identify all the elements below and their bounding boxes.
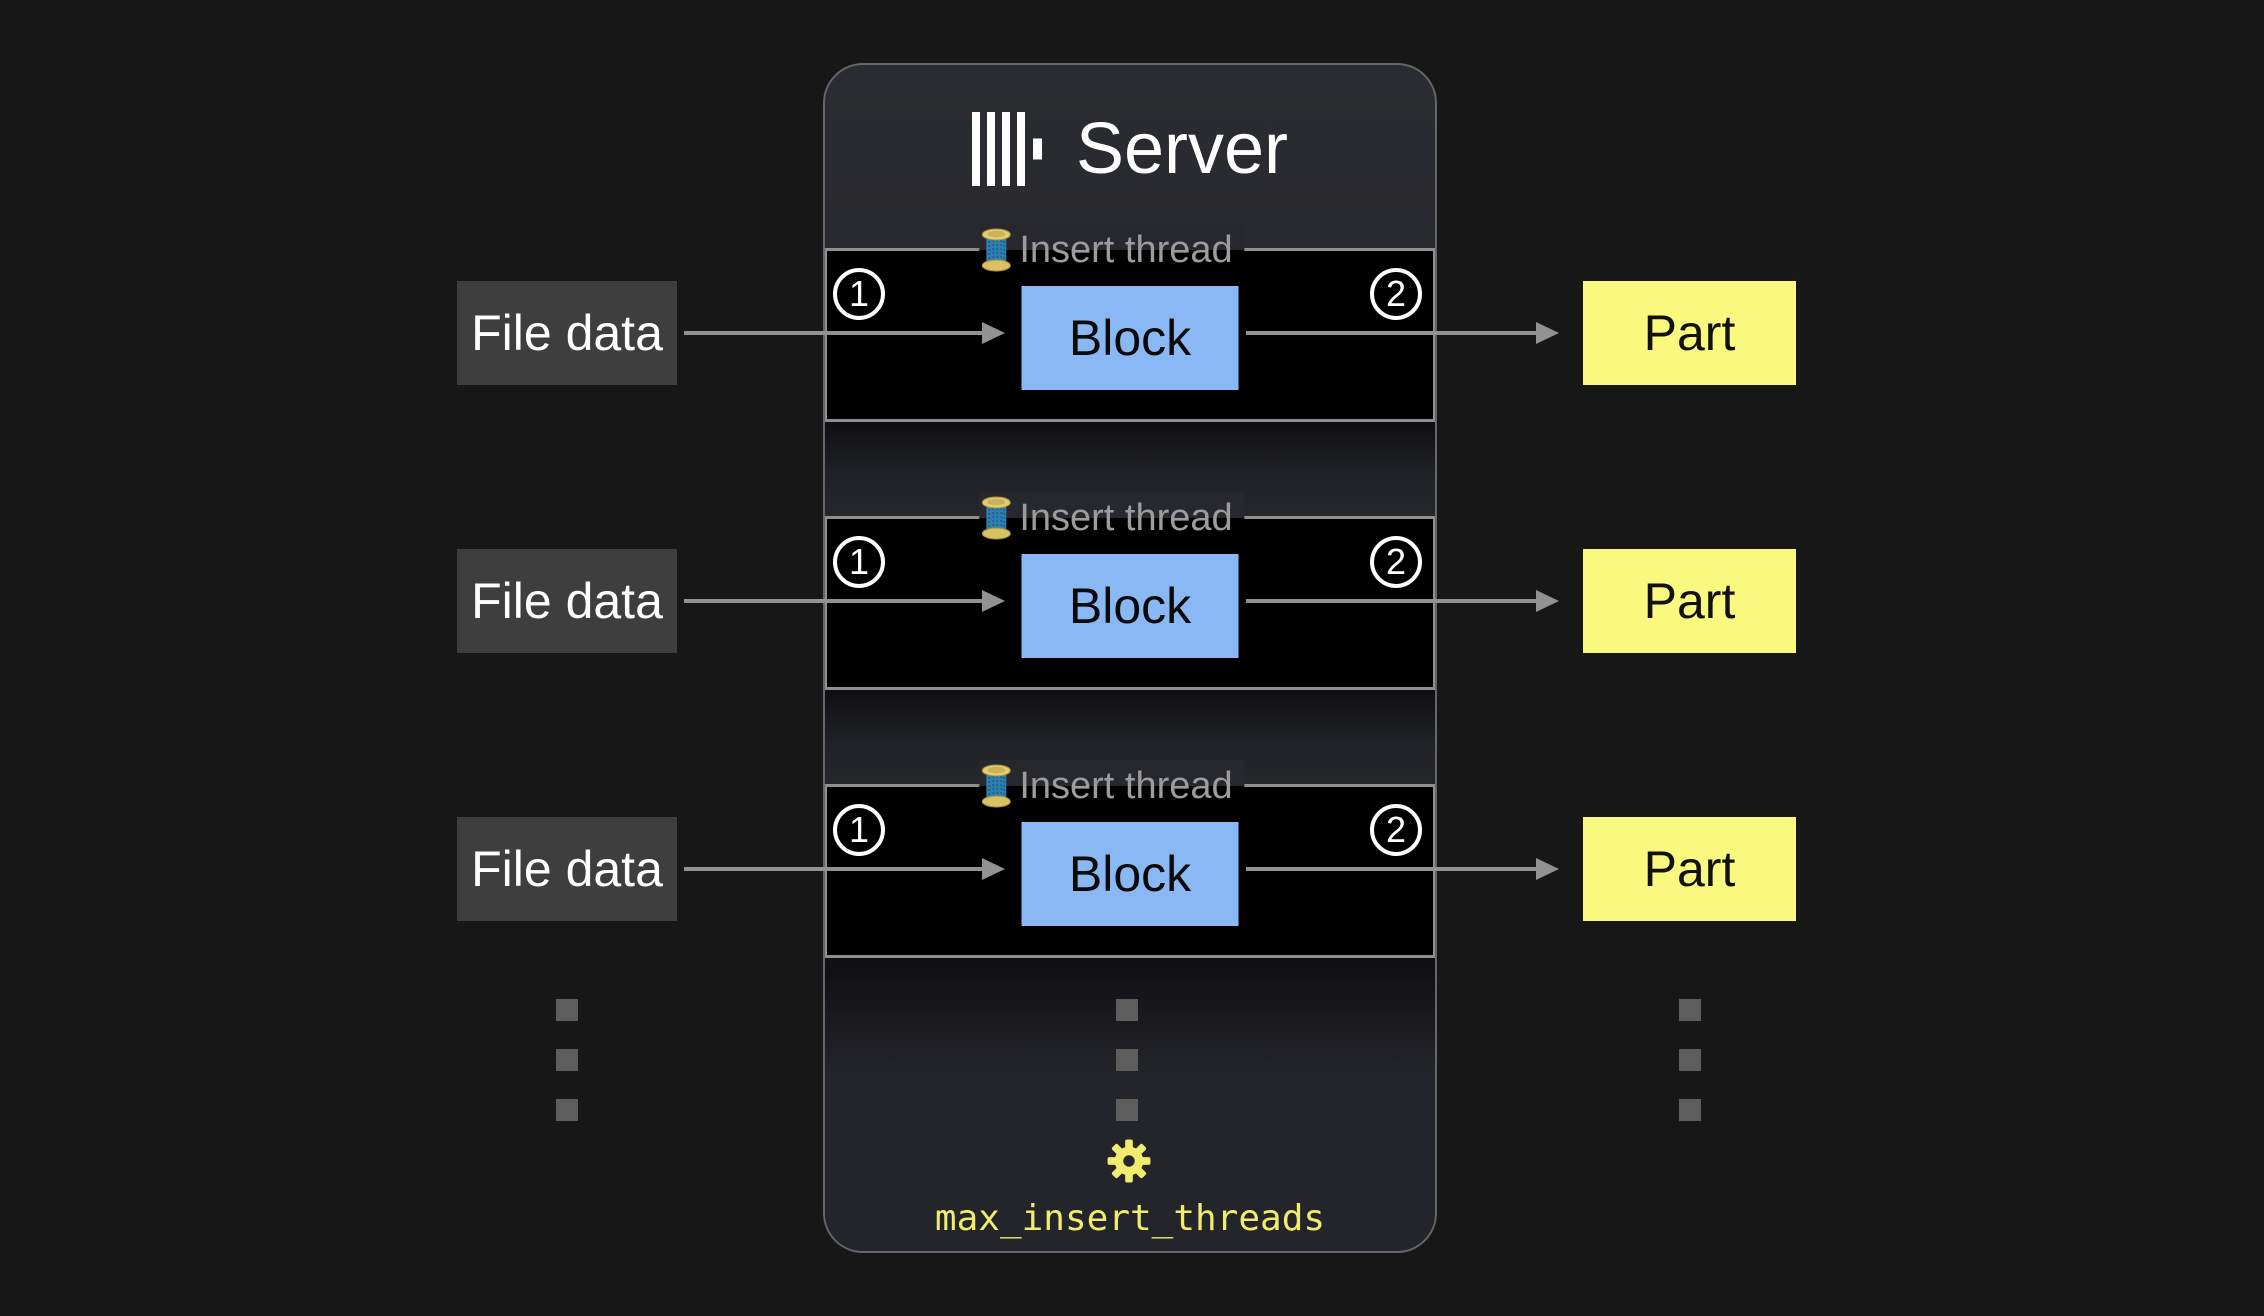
ellipsis-dot: [1679, 999, 1701, 1021]
step-2-badge: 2: [1370, 804, 1422, 856]
thread-spool-icon: [981, 764, 1011, 808]
part-box: Part: [1583, 281, 1796, 385]
arrowhead-block-to-part: [1536, 590, 1559, 612]
server-container: Server Insert thread 1 Block 2: [823, 63, 1437, 1253]
insert-thread-box: Insert thread 1 Block 2: [825, 760, 1435, 958]
ellipsis-dot: [1116, 1049, 1138, 1071]
ellipsis-dot: [1116, 1099, 1138, 1121]
insert-thread-label: Insert thread: [1019, 229, 1233, 271]
block-box: Block: [1021, 286, 1239, 390]
clickhouse-logo-icon: [971, 112, 1042, 186]
insert-thread-box: Insert thread 1 Block 2: [825, 224, 1435, 422]
ellipsis-dot: [1679, 1049, 1701, 1071]
server-header: Server: [825, 101, 1435, 197]
insert-thread-legend: Insert thread: [979, 760, 1245, 812]
ellipsis-dot: [1679, 1099, 1701, 1121]
arrowhead-block-to-part: [1536, 858, 1559, 880]
insert-thread-label: Insert thread: [1019, 497, 1233, 539]
file-data-box: File data: [457, 549, 677, 653]
max-insert-threads-label: max_insert_threads: [934, 1198, 1326, 1239]
block-box: Block: [1021, 822, 1239, 926]
insert-thread-box: Insert thread 1 Block 2: [825, 492, 1435, 690]
ellipsis-dot: [556, 999, 578, 1021]
step-1-badge: 1: [833, 268, 885, 320]
file-data-box: File data: [457, 281, 677, 385]
step-2-badge: 2: [1370, 536, 1422, 588]
step-2-badge: 2: [1370, 268, 1422, 320]
thread-spool-icon: [981, 228, 1011, 272]
block-box: Block: [1021, 554, 1239, 658]
insert-thread-legend: Insert thread: [979, 492, 1245, 544]
ellipsis-dot: [1116, 999, 1138, 1021]
ellipsis-dot: [556, 1099, 578, 1121]
part-box: Part: [1583, 817, 1796, 921]
insert-thread-label: Insert thread: [1019, 765, 1233, 807]
ellipsis-dot: [556, 1049, 578, 1071]
insert-thread-legend: Insert thread: [979, 224, 1245, 276]
part-box: Part: [1583, 549, 1796, 653]
step-1-badge: 1: [833, 804, 885, 856]
thread-spool-icon: [981, 496, 1011, 540]
gear-icon: [1107, 1139, 1151, 1188]
step-1-badge: 1: [833, 536, 885, 588]
file-data-box: File data: [457, 817, 677, 921]
server-title: Server: [1075, 109, 1289, 189]
arrowhead-block-to-part: [1536, 322, 1559, 344]
